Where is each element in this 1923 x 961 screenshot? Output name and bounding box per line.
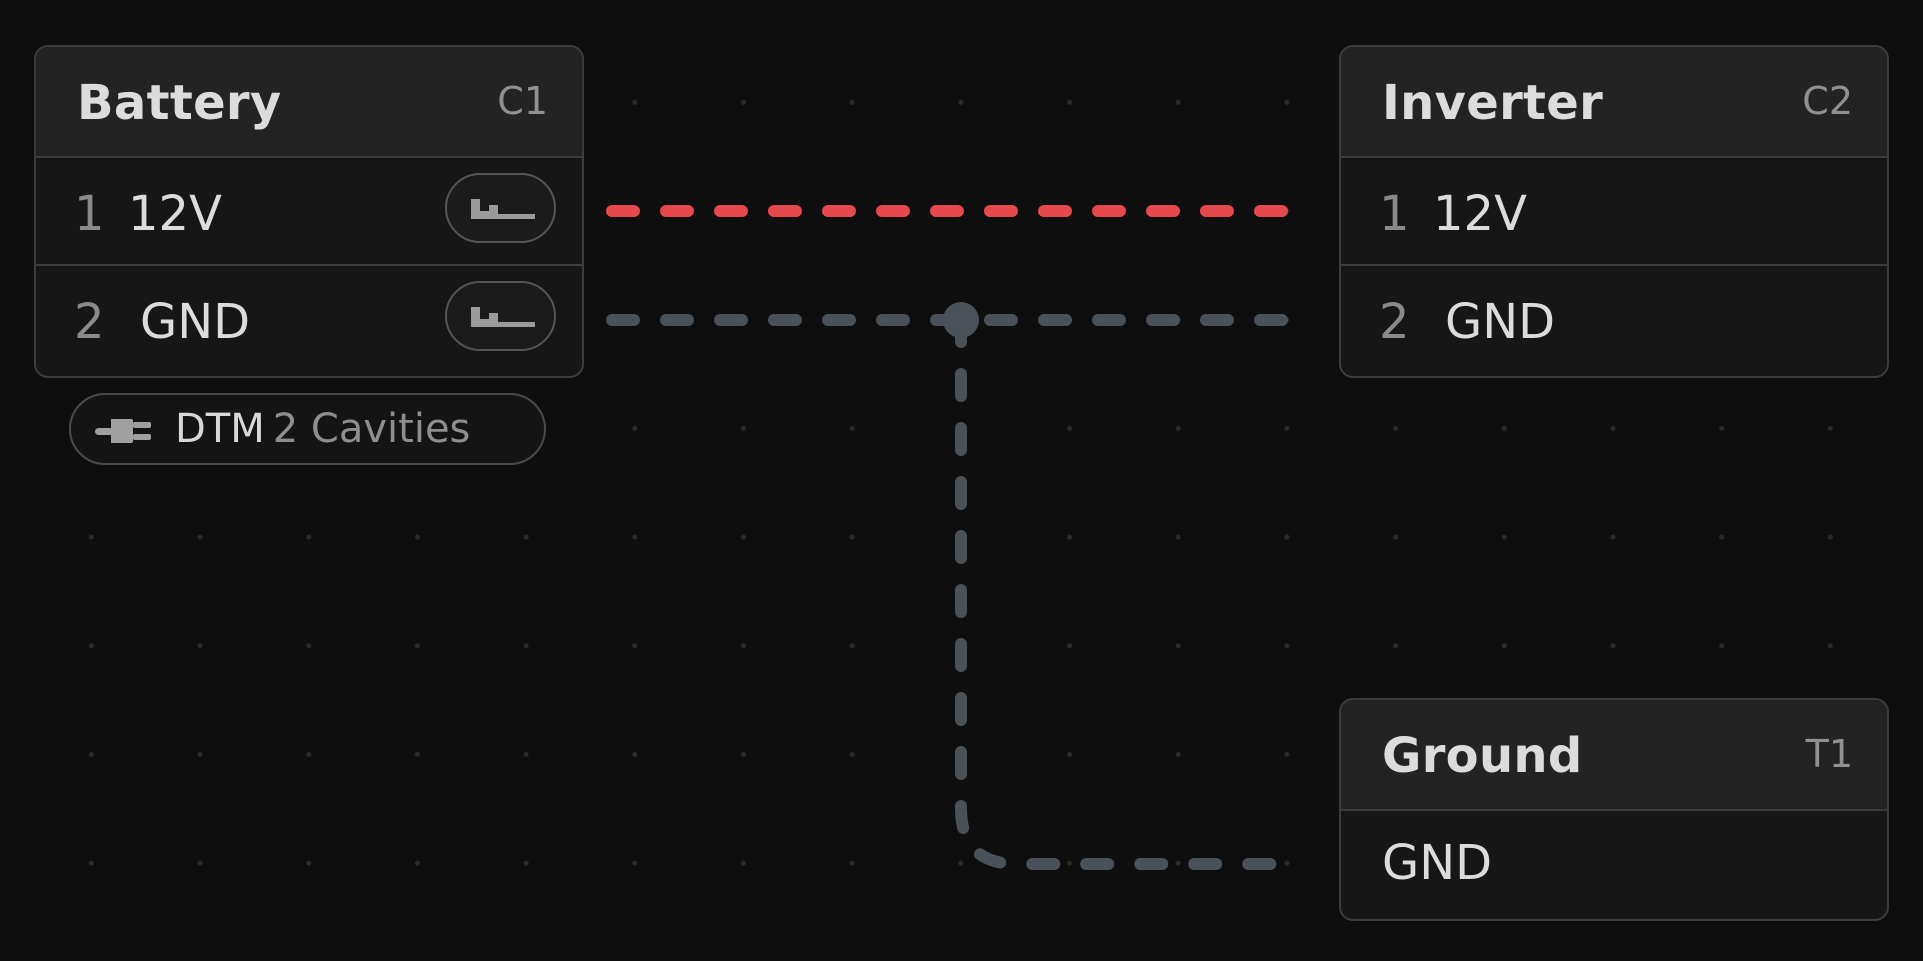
inverter-pin-2[interactable]: 2 GND: [1341, 266, 1887, 374]
battery-header[interactable]: Battery C1: [36, 47, 582, 158]
cavity-count: 2 Cavities: [272, 406, 471, 452]
pin-name: GND: [140, 294, 251, 350]
ground-header[interactable]: Ground T1: [1341, 700, 1887, 811]
wire-gnd-branch[interactable]: [955, 314, 1291, 870]
pin-number: 2: [1379, 294, 1410, 350]
battery-connector[interactable]: Battery C1 1 12V 2 GND: [34, 45, 584, 378]
terminal-icon: [471, 199, 535, 219]
splice-junction[interactable]: [943, 302, 979, 338]
ground-terminal[interactable]: Ground T1 GND: [1339, 698, 1889, 921]
ground-ref: T1: [1805, 732, 1853, 776]
terminal-icon: [471, 307, 535, 327]
connector-type: DTM: [175, 406, 265, 452]
battery-pin-1[interactable]: 1 12V: [36, 158, 582, 266]
plug-icon: [95, 419, 151, 443]
pin-name: 12V: [128, 186, 222, 242]
terminal-button[interactable]: [445, 173, 556, 243]
pin-number: 1: [1379, 186, 1410, 242]
battery-pin-2[interactable]: 2 GND: [36, 266, 582, 374]
inverter-title: Inverter: [1382, 75, 1604, 131]
pin-name: GND: [1382, 835, 1493, 891]
battery-title: Battery: [77, 75, 282, 131]
ground-pin[interactable]: GND: [1341, 811, 1887, 919]
battery-ref: C1: [497, 79, 548, 123]
inverter-pin-1[interactable]: 1 12V: [1341, 158, 1887, 266]
pin-number: 2: [74, 294, 105, 350]
pin-number: 1: [74, 186, 105, 242]
pin-name: 12V: [1433, 186, 1527, 242]
ground-title: Ground: [1382, 728, 1583, 784]
terminal-button[interactable]: [445, 281, 556, 351]
inverter-header[interactable]: Inverter C2: [1341, 47, 1887, 158]
inverter-connector[interactable]: Inverter C2 1 12V 2 GND: [1339, 45, 1889, 378]
pin-name: GND: [1445, 294, 1556, 350]
inverter-ref: C2: [1802, 79, 1853, 123]
